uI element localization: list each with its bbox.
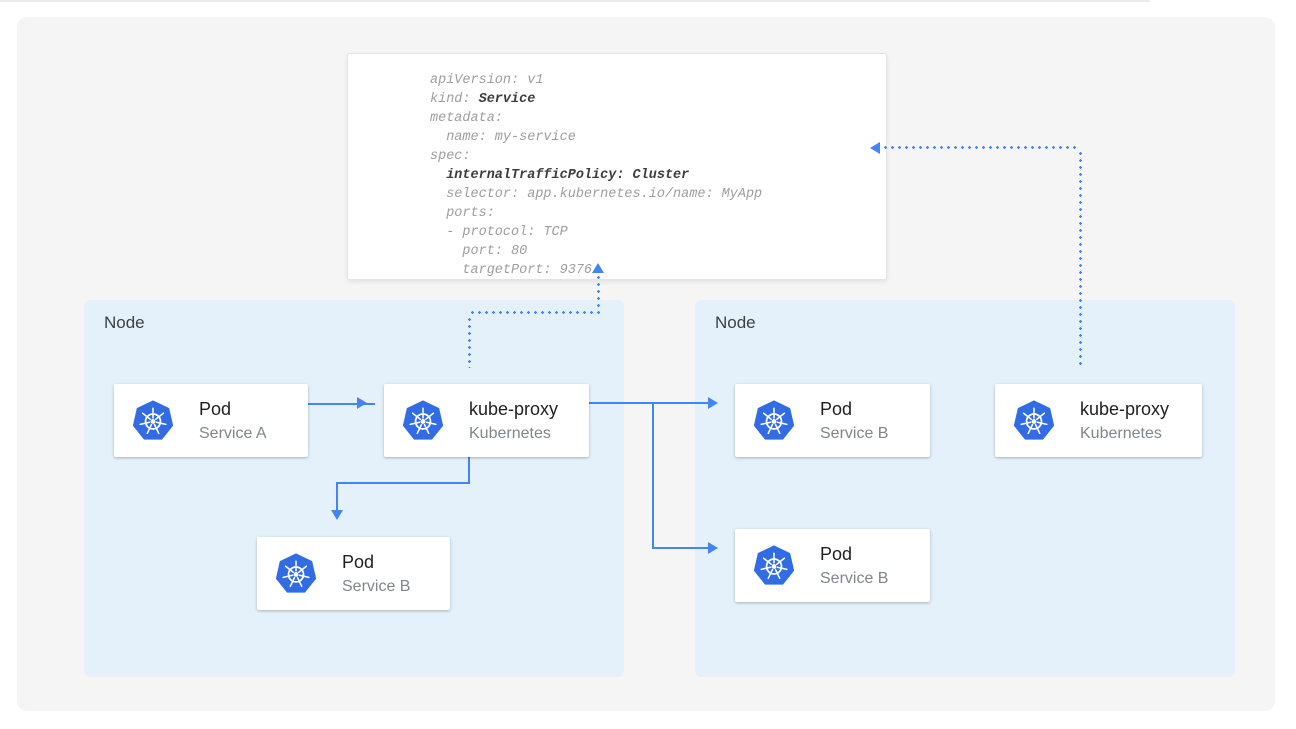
service-yaml-card: apiVersion: v1 kind: Service metadata: n… xyxy=(347,53,887,280)
card-title: Pod xyxy=(342,551,375,572)
card-pod-service-b-right-bottom: Pod Service B xyxy=(735,529,930,602)
diagram-canvas: Node Node apiVersion: v1 kind: Service m… xyxy=(17,17,1275,711)
yaml-line: spec: xyxy=(430,149,471,164)
arrowhead-into-podb-right-top xyxy=(708,397,718,409)
card-kube-proxy-left: kube-proxy Kubernetes xyxy=(384,384,589,457)
arrowhead-into-podb-right-bottom xyxy=(708,542,718,554)
card-subtitle: Service A xyxy=(199,424,267,442)
arrowhead-into-yaml-right xyxy=(870,142,880,154)
yaml-line: name: my-service xyxy=(430,130,576,145)
connector-kubeproxy-down xyxy=(468,440,470,484)
connector-down-to-podb-left xyxy=(336,482,338,512)
node-box-left: Node xyxy=(84,300,624,677)
card-subtitle: Kubernetes xyxy=(1080,424,1162,442)
node-box-right: Node xyxy=(695,300,1235,677)
card-subtitle: Service B xyxy=(820,424,889,442)
dotted-horizontal-left xyxy=(469,311,600,314)
card-pod-service-b-right-top: Pod Service B xyxy=(735,384,930,457)
card-pod-service-b-left-node: Pod Service B xyxy=(257,537,450,610)
yaml-line: kind: Service xyxy=(430,92,536,107)
kubernetes-icon xyxy=(401,399,445,443)
connector-kubeproxy-left-horizontal xyxy=(336,482,470,484)
connector-branch-vertical xyxy=(652,402,654,548)
arrowhead-into-kubeproxy-left xyxy=(357,397,367,409)
kubernetes-icon xyxy=(274,552,318,596)
node-label-right: Node xyxy=(715,313,756,332)
dotted-kubeproxy-right-up xyxy=(1079,150,1082,367)
dotted-up-to-yaml xyxy=(597,274,600,313)
arrowhead-into-yaml-bottom xyxy=(592,263,604,273)
card-subtitle: Service B xyxy=(820,569,889,587)
connector-poda-to-kubeproxy xyxy=(291,403,375,405)
card-subtitle: Kubernetes xyxy=(469,424,551,442)
yaml-line: port: 80 xyxy=(430,244,528,259)
yaml-line: - protocol: TCP xyxy=(430,225,568,240)
yaml-line: metadata: xyxy=(430,111,503,126)
card-pod-service-a: Pod Service A xyxy=(114,384,308,457)
kubernetes-icon xyxy=(752,544,796,588)
yaml-line: internalTrafficPolicy: Cluster xyxy=(446,168,690,183)
kubernetes-icon xyxy=(1012,399,1056,443)
node-label-left: Node xyxy=(104,313,145,332)
card-title: Pod xyxy=(820,543,853,564)
card-title: kube-proxy xyxy=(1080,398,1170,419)
card-title: Pod xyxy=(820,398,853,419)
kubernetes-icon xyxy=(752,399,796,443)
kubernetes-icon xyxy=(131,399,175,443)
top-divider-line xyxy=(0,0,1150,2)
card-subtitle: Service B xyxy=(342,577,411,595)
card-title: kube-proxy xyxy=(469,398,559,419)
card-title: Pod xyxy=(199,398,232,419)
yaml-line: targetPort: 9376 xyxy=(430,263,593,278)
connector-kubeproxy-to-podb-top xyxy=(572,402,708,404)
card-kube-proxy-right: kube-proxy Kubernetes xyxy=(995,384,1202,457)
yaml-line: selector: app.kubernetes.io/name: MyApp xyxy=(430,187,763,202)
dotted-kubeproxy-left-up xyxy=(468,316,471,368)
dotted-horizontal-right xyxy=(882,146,1080,149)
yaml-line: ports: xyxy=(430,206,495,221)
yaml-line: apiVersion: v1 xyxy=(430,73,544,88)
connector-branch-to-podb-bottom xyxy=(652,547,708,549)
arrowhead-into-podb-left xyxy=(331,510,343,520)
